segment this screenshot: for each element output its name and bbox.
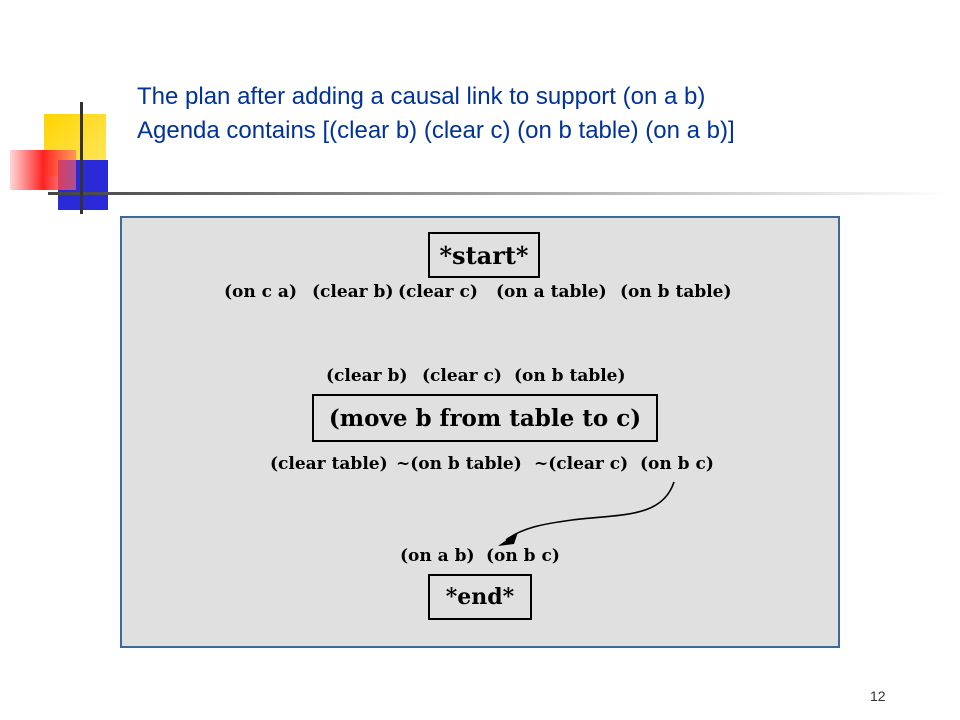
slide-title: The plan after adding a causal link to s… [137, 80, 947, 148]
start-effect: (on b table) [620, 282, 732, 302]
start-effect: (clear c) [398, 282, 478, 302]
move-precondition: (clear c) [422, 366, 502, 386]
move-effect: (clear table) [270, 454, 388, 474]
move-effect: (on b c) [640, 454, 714, 474]
move-precondition: (on b table) [514, 366, 626, 386]
move-effect: ~(on b table) [396, 454, 522, 474]
move-precondition: (clear b) [326, 366, 408, 386]
title-line-1: The plan after adding a causal link to s… [137, 83, 706, 110]
title-line-2: Agenda contains [(clear b) (clear c) (on… [137, 117, 735, 144]
start-effect: (on c a) [224, 282, 297, 302]
red-bar [10, 150, 76, 190]
start-effect: (on a table) [496, 282, 607, 302]
page-number: 12 [870, 688, 886, 704]
move-node: (move b from table to c) [312, 394, 658, 442]
vertical-rule [80, 102, 83, 214]
start-effect: (clear b) [312, 282, 394, 302]
plan-diagram-panel: *start* (on c a) (clear b) (clear c) (on… [120, 216, 840, 648]
horizontal-rule [48, 192, 948, 195]
end-node: *end* [428, 574, 532, 620]
start-node: *start* [428, 232, 540, 278]
move-effect: ~(clear c) [534, 454, 629, 474]
causal-link-arrow [498, 481, 675, 546]
corner-decoration [10, 102, 948, 214]
end-precondition: (on b c) [486, 546, 560, 566]
end-precondition: (on a b) [400, 546, 475, 566]
